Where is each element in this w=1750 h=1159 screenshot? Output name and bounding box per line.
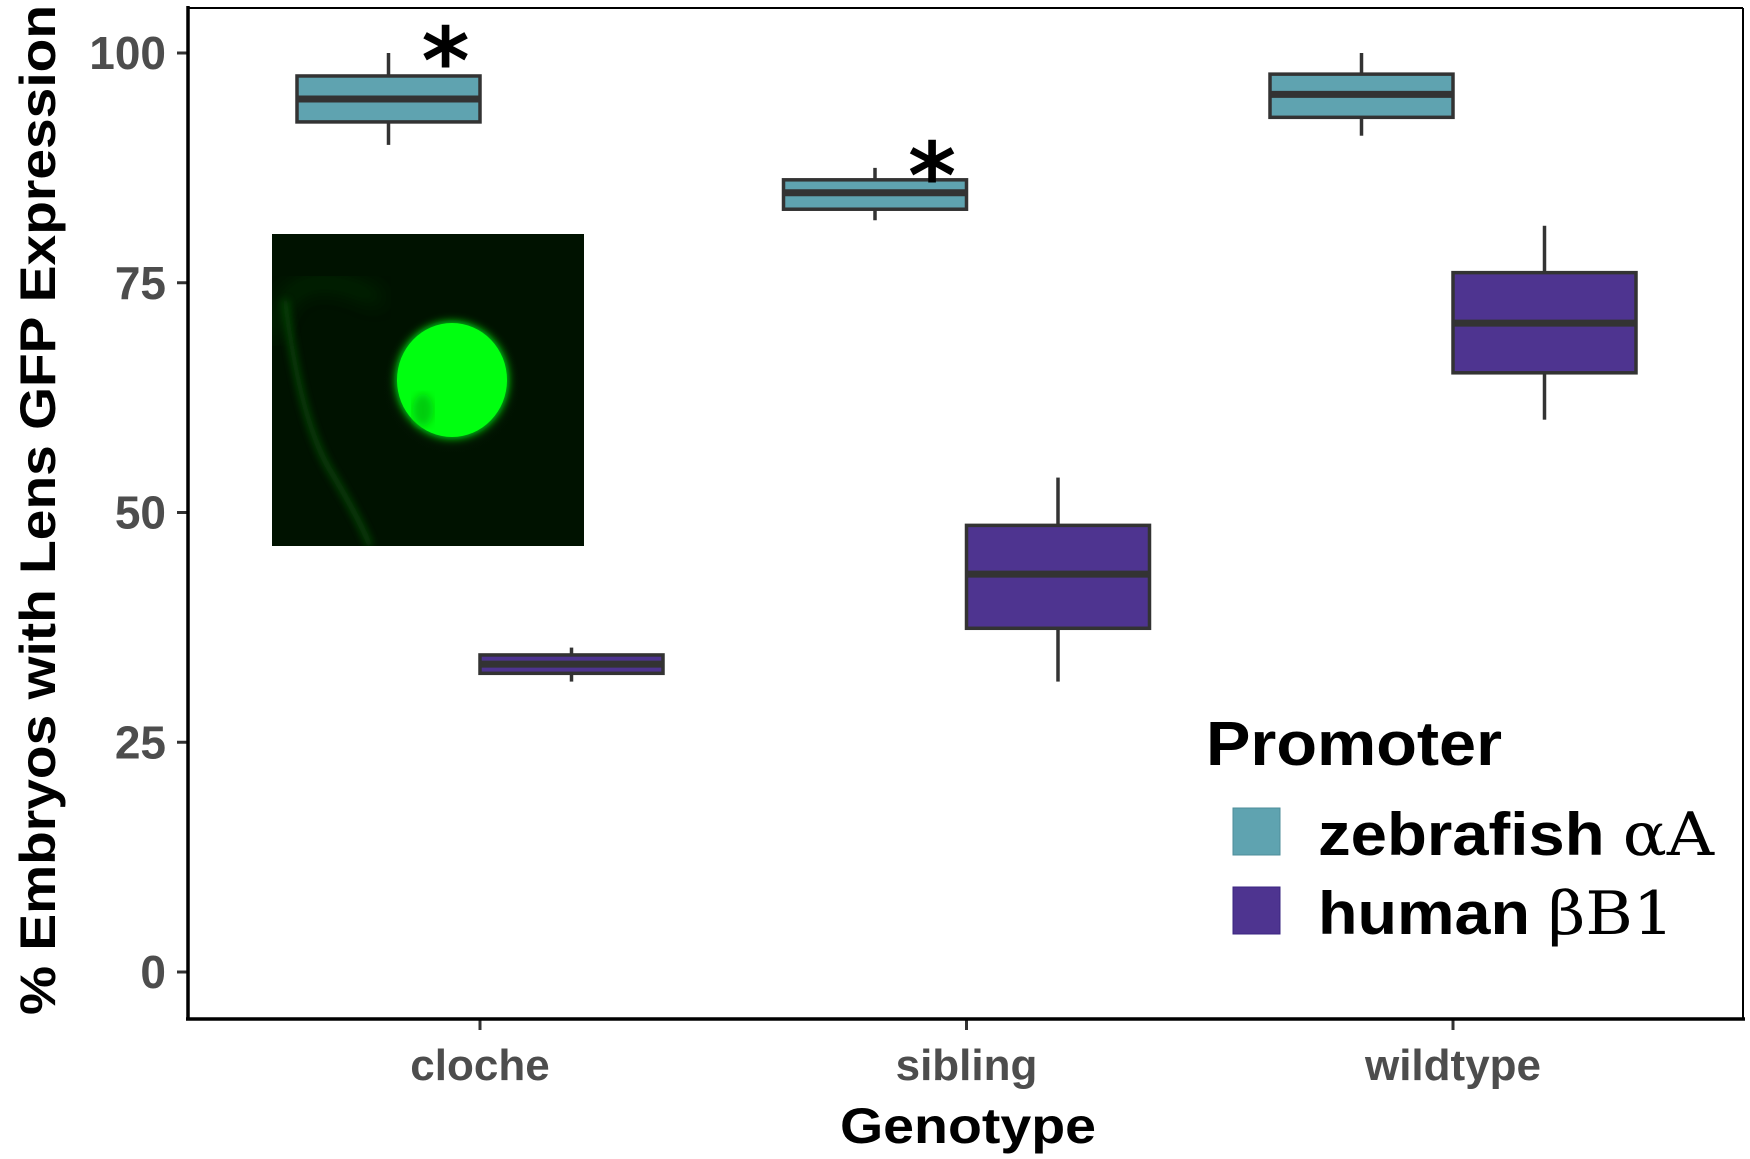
y-tick-label: 50	[115, 487, 166, 539]
panel-border	[188, 7, 1744, 1019]
gfp-lens	[394, 320, 510, 440]
x-axis-title: Genotype	[840, 1098, 1096, 1154]
legend-swatch-zebrafish-aa	[1232, 807, 1281, 856]
y-tick-label: 0	[140, 946, 166, 998]
legend-label-human-bb1: human βB1	[1318, 879, 1674, 949]
y-tick-label: 100	[89, 27, 166, 79]
boxplot-boxes	[295, 53, 1638, 682]
legend-swatch-human-bb1	[1232, 886, 1281, 935]
box-cloche-zebrafish-aa	[295, 53, 482, 145]
legend-item-human-bb1: human βB1	[1232, 879, 1674, 949]
box-wildtype-zebrafish-aa	[1268, 53, 1455, 136]
x-tick-label-sibling: sibling	[896, 1041, 1038, 1090]
significance-annotations: **	[421, 8, 956, 230]
box-wildtype-human-bb1	[1451, 225, 1638, 420]
significance-asterisk: *	[908, 123, 956, 230]
legend: Promoter zebrafish αA human βB1	[1206, 710, 1715, 949]
box-cloche-human-bb1	[478, 647, 665, 682]
x-axis-ticks: cloche sibling wildtype	[410, 1019, 1541, 1090]
y-axis-ticks: 0 25 50 75 100	[89, 27, 188, 998]
box-sibling-human-bb1	[964, 477, 1152, 682]
y-tick-label: 25	[115, 716, 166, 768]
x-tick-label-cloche: cloche	[410, 1041, 549, 1090]
inset-micrograph	[272, 234, 584, 546]
y-axis-title: % Embryos with Lens GFP Expression	[10, 5, 66, 1015]
box-sibling-zebrafish-aa	[781, 167, 969, 221]
y-tick-label: 75	[115, 257, 166, 309]
x-tick-label-wildtype: wildtype	[1364, 1041, 1541, 1090]
significance-asterisk: *	[421, 8, 469, 115]
legend-item-zebrafish-aa: zebrafish αA	[1232, 800, 1715, 870]
legend-title: Promoter	[1206, 710, 1502, 779]
legend-label-zebrafish-aa: zebrafish αA	[1318, 800, 1715, 870]
